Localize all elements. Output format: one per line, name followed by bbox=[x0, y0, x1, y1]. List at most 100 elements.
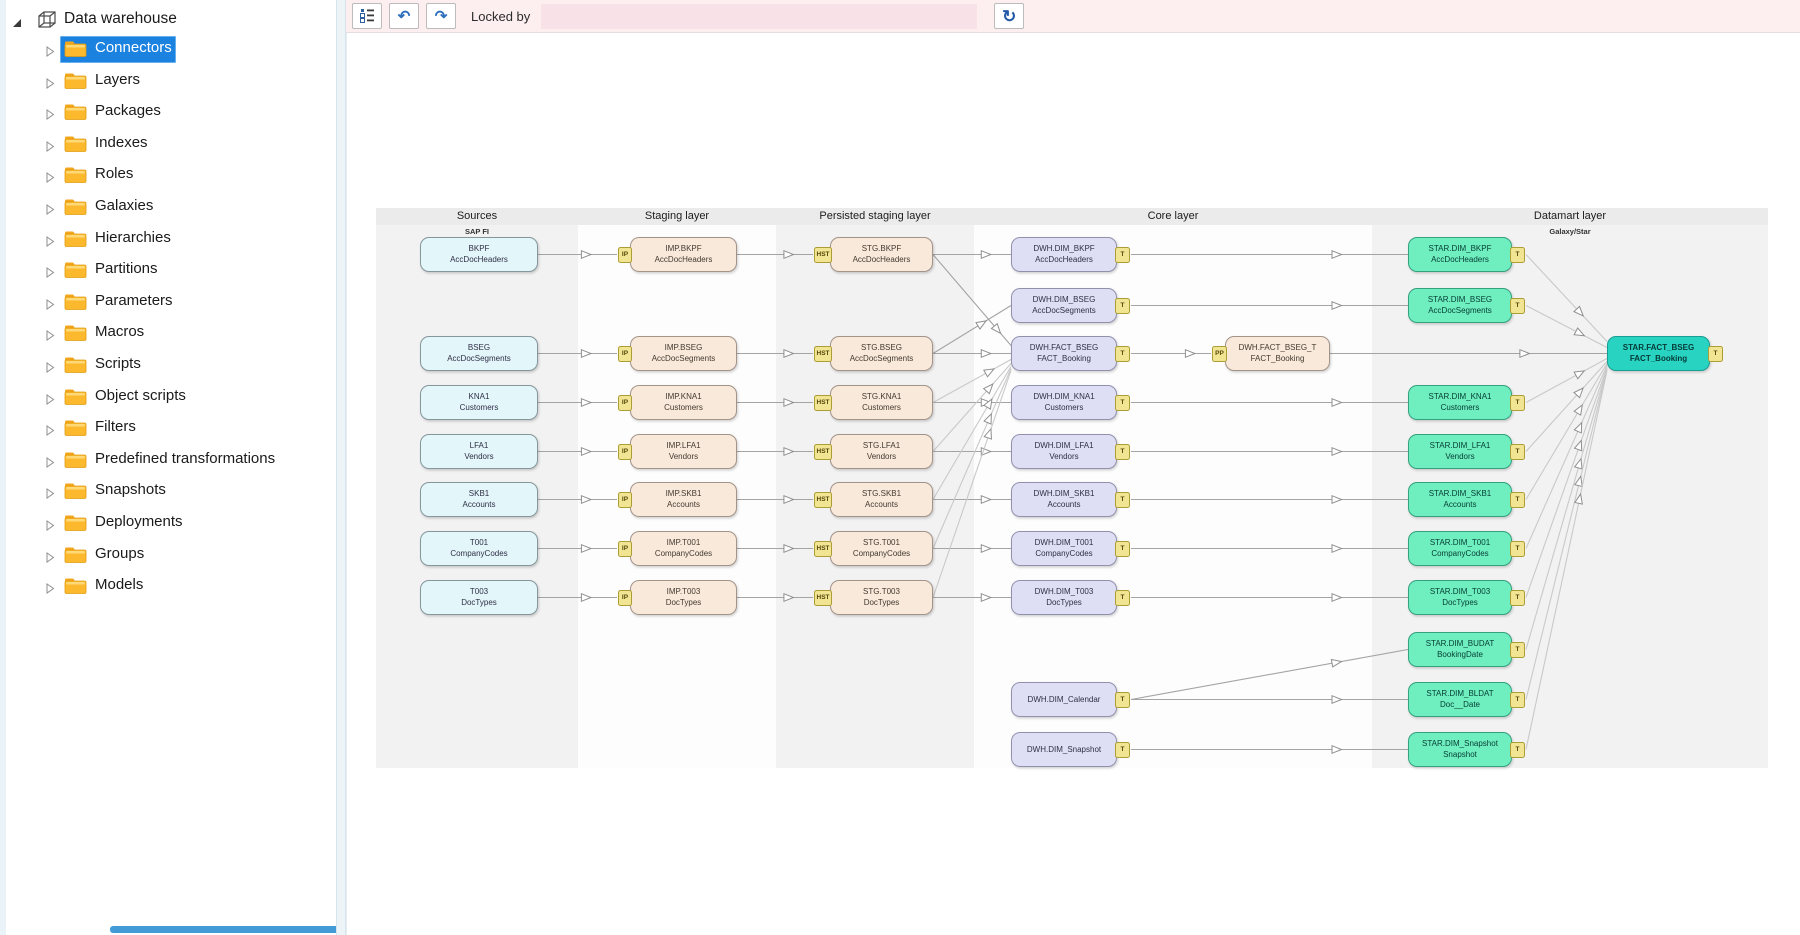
node-technical-name: DWH.DIM_BKPF bbox=[1033, 244, 1095, 253]
expander-collapsed-icon[interactable] bbox=[46, 486, 55, 504]
node-business-name: AccDocSegments bbox=[651, 353, 716, 363]
expander-collapsed-icon[interactable] bbox=[46, 518, 55, 536]
tree-item-predefined-transformations[interactable]: Predefined transformations bbox=[0, 447, 336, 473]
tree-horizontal-scrollbar[interactable] bbox=[110, 926, 345, 933]
expander-collapsed-icon[interactable] bbox=[46, 139, 55, 157]
folder-icon bbox=[64, 546, 87, 569]
tree-item-galaxies[interactable]: Galaxies bbox=[0, 194, 336, 220]
expander-collapsed-icon[interactable] bbox=[46, 328, 55, 346]
expander-collapsed-icon[interactable] bbox=[46, 423, 55, 441]
arrowhead-icon bbox=[1331, 494, 1343, 505]
node-business-name: DocTypes bbox=[1046, 597, 1082, 607]
expander-collapsed-icon[interactable] bbox=[46, 202, 55, 220]
tree-item-macros[interactable]: Macros bbox=[0, 320, 336, 346]
undo-button[interactable]: ↶ bbox=[389, 3, 419, 29]
expander-collapsed-icon[interactable] bbox=[46, 265, 55, 283]
tree-item-hierarchies[interactable]: Hierarchies bbox=[0, 226, 336, 252]
diagram-options-button[interactable] bbox=[352, 3, 382, 29]
expander-collapsed-icon[interactable] bbox=[46, 297, 55, 315]
expander-expanded-icon[interactable] bbox=[12, 15, 22, 33]
expander-collapsed-icon[interactable] bbox=[46, 581, 55, 599]
folder-icon bbox=[64, 103, 87, 126]
redo-button[interactable]: ↷ bbox=[426, 3, 456, 29]
expander-collapsed-icon[interactable] bbox=[46, 455, 55, 473]
tree-item-scripts[interactable]: Scripts bbox=[0, 352, 336, 378]
tree-item-snapshots[interactable]: Snapshots bbox=[0, 478, 336, 504]
tree-item-object-scripts[interactable]: Object scripts bbox=[0, 384, 336, 410]
expander-collapsed-icon[interactable] bbox=[46, 170, 55, 188]
expander-collapsed-icon[interactable] bbox=[46, 76, 55, 94]
tree-item-parameters[interactable]: Parameters bbox=[0, 289, 336, 315]
arrowhead-icon bbox=[1331, 694, 1343, 705]
tree-root-data-warehouse[interactable]: Data warehouse bbox=[0, 6, 336, 34]
expander-collapsed-icon[interactable] bbox=[46, 392, 55, 410]
tree-item-connectors[interactable]: Connectors bbox=[0, 36, 336, 63]
locked-by-field[interactable] bbox=[541, 3, 978, 29]
expander-collapsed-icon[interactable] bbox=[46, 107, 55, 125]
tree-item-indexes[interactable]: Indexes bbox=[0, 131, 336, 157]
panel-splitter[interactable] bbox=[336, 0, 346, 935]
folder-icon bbox=[64, 40, 87, 63]
tree-item-deployments[interactable]: Deployments bbox=[0, 510, 336, 536]
node-technical-name: DWH.DIM_T001 bbox=[1034, 538, 1094, 547]
tree-item-filters[interactable]: Filters bbox=[0, 415, 336, 441]
expander-collapsed-icon[interactable] bbox=[46, 234, 55, 252]
tree-item-roles[interactable]: Roles bbox=[0, 162, 336, 188]
expander-collapsed-icon[interactable] bbox=[46, 360, 55, 378]
tree-item-models[interactable]: Models bbox=[0, 573, 336, 599]
tree-item-layers[interactable]: Layers bbox=[0, 68, 336, 94]
column-header-datamart: Datamart layer bbox=[1533, 210, 1607, 222]
tree-item-partitions[interactable]: Partitions bbox=[0, 257, 336, 283]
refresh-button[interactable]: ↻ bbox=[994, 3, 1025, 29]
expander-collapsed-icon[interactable] bbox=[46, 550, 55, 568]
expander-collapsed-icon[interactable] bbox=[46, 44, 55, 62]
t-badge: T bbox=[1510, 492, 1525, 508]
tree-item-groups[interactable]: Groups bbox=[0, 542, 336, 568]
arrowhead-icon bbox=[783, 397, 795, 408]
tree-item-packages[interactable]: Packages bbox=[0, 99, 336, 125]
